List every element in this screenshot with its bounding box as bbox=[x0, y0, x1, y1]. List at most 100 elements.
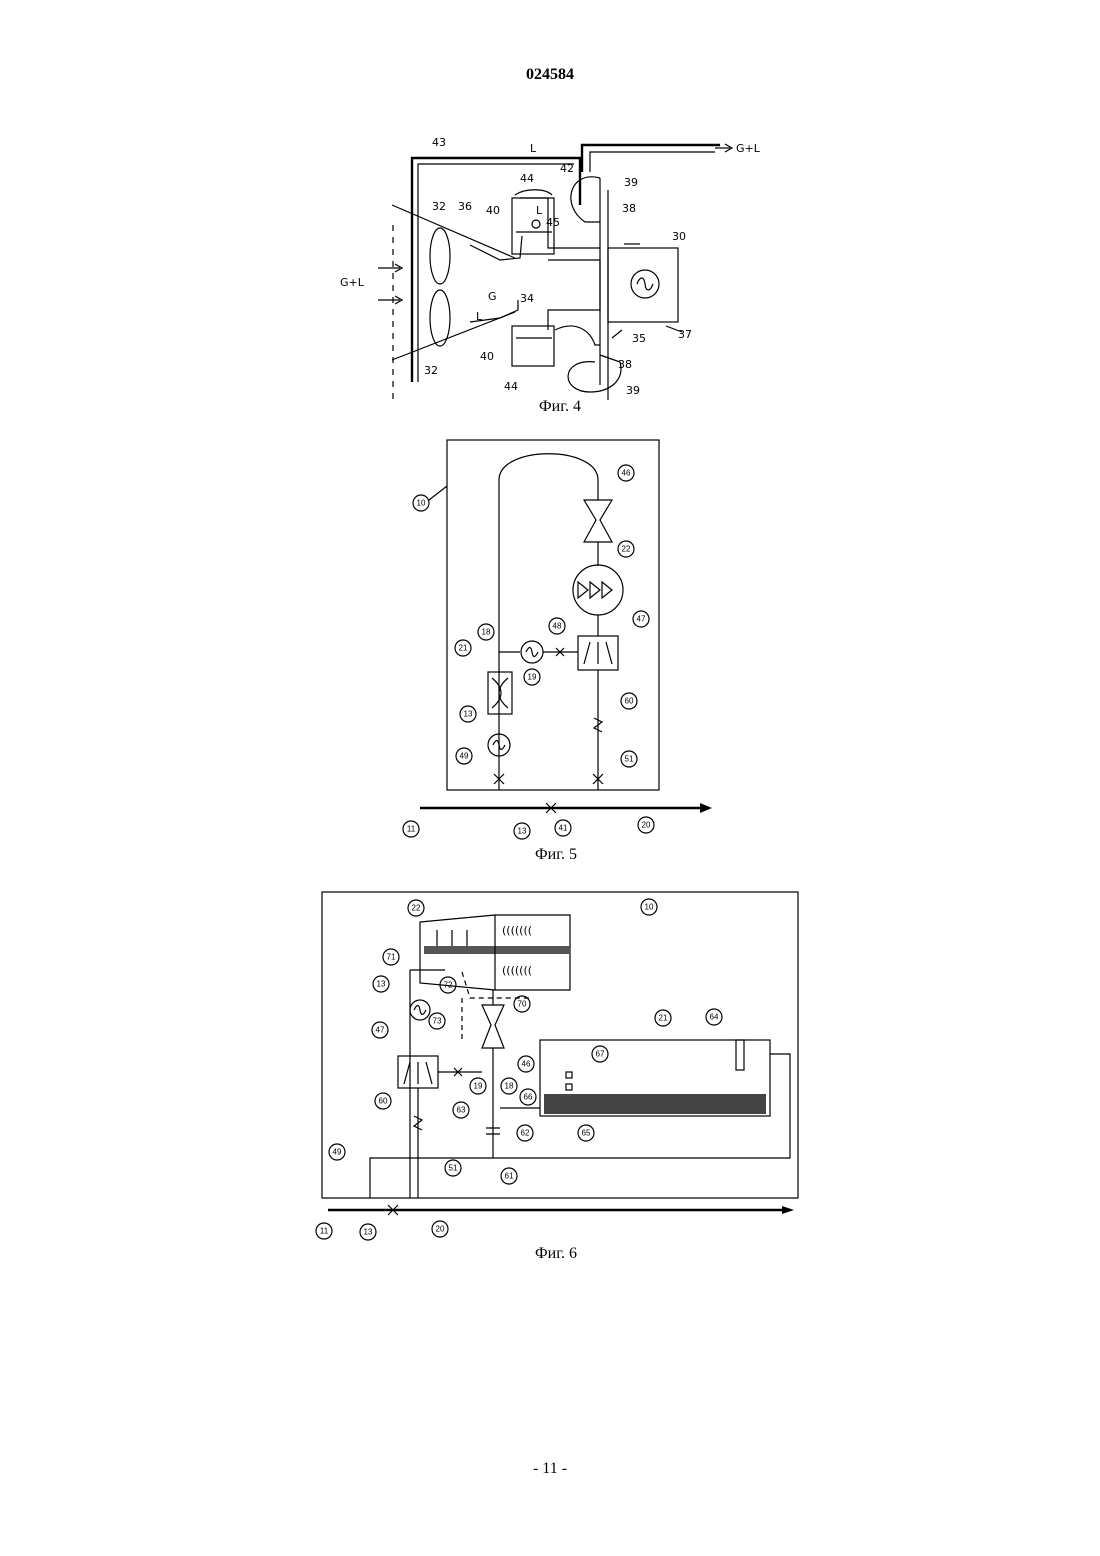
svg-text:41: 41 bbox=[559, 824, 568, 833]
fig6-callout-51: 51 bbox=[445, 1160, 461, 1176]
fig5-enclosure-10 bbox=[447, 440, 659, 790]
fig6-callout-66: 66 bbox=[520, 1089, 536, 1105]
svg-text:40: 40 bbox=[486, 204, 500, 217]
fig6-callout-49: 49 bbox=[329, 1144, 345, 1160]
fig5-callout-18: 18 bbox=[478, 624, 494, 640]
svg-text:30: 30 bbox=[672, 230, 686, 243]
fig6-callout-13: 13 bbox=[373, 976, 389, 992]
svg-text:67: 67 bbox=[596, 1050, 605, 1059]
fig6-callout-18: 18 bbox=[501, 1078, 517, 1094]
svg-text:34: 34 bbox=[520, 292, 534, 305]
svg-text:44: 44 bbox=[504, 380, 518, 393]
svg-text:G+L: G+L bbox=[736, 142, 761, 155]
figure-6-caption: Фиг. 6 bbox=[456, 1245, 656, 1263]
svg-text:47: 47 bbox=[637, 615, 646, 624]
compressor-22-icon bbox=[573, 565, 623, 615]
fig4-label: 43 bbox=[432, 136, 446, 149]
svg-text:13: 13 bbox=[464, 710, 473, 719]
volute-lower bbox=[568, 355, 621, 392]
fig6-callout-21: 21 bbox=[655, 1010, 671, 1026]
fig5-callout-11: 11 bbox=[403, 821, 419, 837]
svg-text:21: 21 bbox=[459, 644, 468, 653]
ejector-46-icon bbox=[584, 500, 612, 542]
fig6-callout-11: 11 bbox=[316, 1223, 332, 1239]
svg-text:L: L bbox=[536, 204, 543, 217]
fig6-callout-10: 10 bbox=[641, 899, 657, 915]
fig5-callout-46: 46 bbox=[618, 465, 634, 481]
svg-text:65: 65 bbox=[582, 1129, 591, 1138]
fig6-callout-20: 20 bbox=[432, 1221, 448, 1237]
separator-44-lower bbox=[512, 326, 554, 366]
svg-text:38: 38 bbox=[618, 358, 632, 371]
svg-text:13: 13 bbox=[364, 1228, 373, 1237]
volute-upper bbox=[571, 177, 600, 222]
svg-text:10: 10 bbox=[417, 499, 426, 508]
svg-text:21: 21 bbox=[659, 1014, 668, 1023]
svg-text:20: 20 bbox=[436, 1225, 445, 1234]
fig5-callout-51: 51 bbox=[621, 751, 637, 767]
svg-text:19: 19 bbox=[474, 1082, 483, 1091]
fig6-callout-13b: 13 bbox=[360, 1224, 376, 1240]
svg-text:45: 45 bbox=[546, 216, 560, 229]
svg-text:13: 13 bbox=[518, 827, 527, 836]
svg-text:18: 18 bbox=[482, 628, 491, 637]
svg-text:46: 46 bbox=[522, 1060, 531, 1069]
svg-text:11: 11 bbox=[407, 825, 416, 834]
svg-text:32: 32 bbox=[432, 200, 446, 213]
fig5-callout-13b: 13 bbox=[514, 823, 530, 839]
fig6-callout-64: 64 bbox=[706, 1009, 722, 1025]
fig5-callout-10: 10 bbox=[413, 486, 447, 511]
svg-text:G: G bbox=[488, 290, 497, 303]
svg-text:22: 22 bbox=[622, 545, 631, 554]
svg-text:42: 42 bbox=[560, 162, 574, 175]
svg-text:L: L bbox=[530, 142, 537, 155]
svg-text:(((((((: ((((((( bbox=[502, 924, 532, 937]
svg-text:48: 48 bbox=[553, 622, 562, 631]
svg-text:22: 22 bbox=[412, 904, 421, 913]
fig6-callout-62: 62 bbox=[517, 1125, 533, 1141]
svg-text:47: 47 bbox=[376, 1026, 385, 1035]
fig6-callout-63: 63 bbox=[453, 1102, 469, 1118]
svg-text:51: 51 bbox=[625, 755, 634, 764]
rotor-32-lower bbox=[430, 290, 450, 346]
svg-text:35: 35 bbox=[632, 332, 646, 345]
svg-text:L: L bbox=[476, 310, 483, 323]
fig5-callout-20: 20 bbox=[638, 817, 654, 833]
fig6-callout-65: 65 bbox=[578, 1125, 594, 1141]
generator-box-37 bbox=[608, 248, 678, 322]
ejector-46-fig6 bbox=[482, 1005, 504, 1048]
svg-text:38: 38 bbox=[622, 202, 636, 215]
svg-text:61: 61 bbox=[505, 1172, 514, 1181]
svg-text:73: 73 bbox=[433, 1017, 442, 1026]
fig6-enclosure-10 bbox=[322, 892, 798, 1198]
svg-text:63: 63 bbox=[457, 1106, 466, 1115]
svg-text:(((((((: ((((((( bbox=[502, 964, 532, 977]
svg-text:46: 46 bbox=[622, 469, 631, 478]
svg-text:18: 18 bbox=[505, 1082, 514, 1091]
svg-text:60: 60 bbox=[625, 697, 634, 706]
svg-text:39: 39 bbox=[624, 176, 638, 189]
svg-text:51: 51 bbox=[449, 1164, 458, 1173]
svg-text:19: 19 bbox=[528, 673, 537, 682]
svg-text:66: 66 bbox=[524, 1093, 533, 1102]
svg-text:32: 32 bbox=[424, 364, 438, 377]
svg-text:44: 44 bbox=[520, 172, 534, 185]
fig6-callout-70: 70 bbox=[514, 996, 530, 1012]
fig6-callout-71: 71 bbox=[383, 949, 399, 965]
fig6-callout-67: 67 bbox=[592, 1046, 608, 1062]
svg-text:64: 64 bbox=[710, 1013, 719, 1022]
svg-text:60: 60 bbox=[379, 1097, 388, 1106]
svg-text:10: 10 bbox=[645, 903, 654, 912]
svg-text:20: 20 bbox=[642, 821, 651, 830]
svg-text:71: 71 bbox=[387, 953, 396, 962]
fig5-callout-22: 22 bbox=[618, 541, 634, 557]
fig5-callout-49: 49 bbox=[456, 748, 472, 764]
svg-text:40: 40 bbox=[480, 350, 494, 363]
figure-4-caption: Фиг. 4 bbox=[460, 398, 660, 416]
svg-text:13: 13 bbox=[377, 980, 386, 989]
svg-text:G+L: G+L bbox=[340, 276, 365, 289]
figure-5-caption: Фиг. 5 bbox=[456, 846, 656, 864]
outlet-pipe bbox=[582, 145, 720, 172]
fig5-callout-19: 19 bbox=[524, 669, 540, 685]
